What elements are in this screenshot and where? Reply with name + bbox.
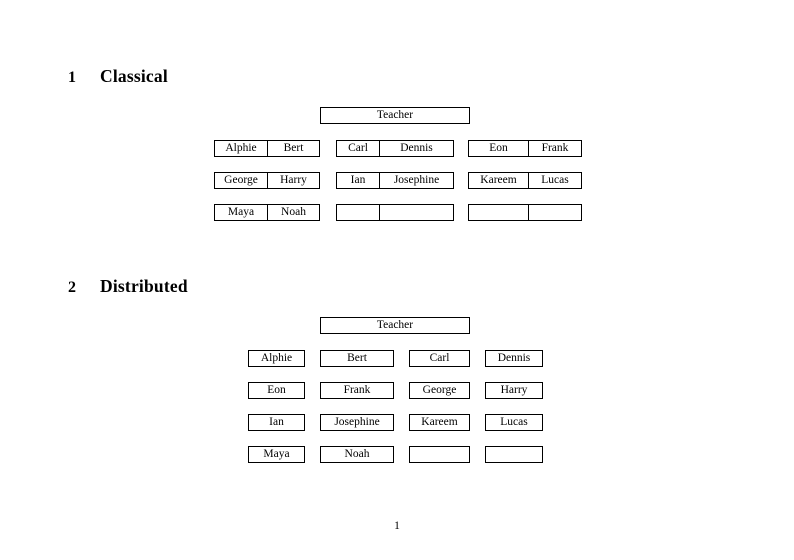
classical-group-1: Alphie Bert George Harry Maya Noah bbox=[214, 140, 320, 221]
student-cell-empty bbox=[468, 204, 529, 221]
student-cell: Harry bbox=[267, 172, 320, 189]
teacher-box-classical: Teacher bbox=[320, 107, 470, 124]
student-cell: Alphie bbox=[214, 140, 268, 157]
student-cell-empty bbox=[528, 204, 582, 221]
table-row bbox=[468, 204, 582, 221]
table-row: Eon Frank George Harry bbox=[248, 382, 543, 399]
student-cell: Ian bbox=[336, 172, 380, 189]
student-cell: Alphie bbox=[248, 350, 305, 367]
student-cell: Noah bbox=[267, 204, 320, 221]
table-row: Ian Josephine bbox=[336, 172, 454, 189]
section-number: 2 bbox=[68, 279, 77, 296]
table-row bbox=[336, 204, 454, 221]
student-cell: Maya bbox=[214, 204, 268, 221]
student-cell: George bbox=[214, 172, 268, 189]
student-cell-empty bbox=[485, 446, 543, 463]
table-row: Eon Frank bbox=[468, 140, 582, 157]
student-cell-empty bbox=[409, 446, 470, 463]
student-cell: Josephine bbox=[320, 414, 394, 431]
student-cell-empty bbox=[379, 204, 454, 221]
student-cell: Josephine bbox=[379, 172, 454, 189]
table-row: Alphie Bert bbox=[214, 140, 320, 157]
classical-group-2: Carl Dennis Ian Josephine bbox=[336, 140, 454, 221]
table-row: George Harry bbox=[214, 172, 320, 189]
student-cell: Eon bbox=[248, 382, 305, 399]
student-cell: Lucas bbox=[485, 414, 543, 431]
section-title: Distributed bbox=[100, 276, 188, 296]
section-heading-distributed: 2 Distributed bbox=[68, 276, 188, 297]
teacher-box-distributed: Teacher bbox=[320, 317, 470, 334]
section-title: Classical bbox=[100, 66, 168, 86]
table-row: Alphie Bert Carl Dennis bbox=[248, 350, 543, 367]
student-cell: Dennis bbox=[379, 140, 454, 157]
student-cell: Bert bbox=[267, 140, 320, 157]
student-cell: Bert bbox=[320, 350, 394, 367]
student-cell: Eon bbox=[468, 140, 529, 157]
section-number: 1 bbox=[68, 69, 77, 86]
student-cell-empty bbox=[336, 204, 380, 221]
student-cell: George bbox=[409, 382, 470, 399]
student-cell: Lucas bbox=[528, 172, 582, 189]
section-heading-classical: 1 Classical bbox=[68, 66, 168, 87]
table-row: Maya Noah bbox=[214, 204, 320, 221]
student-cell: Maya bbox=[248, 446, 305, 463]
classical-group-3: Eon Frank Kareem Lucas bbox=[468, 140, 582, 221]
student-cell: Frank bbox=[528, 140, 582, 157]
student-cell: Kareem bbox=[468, 172, 529, 189]
student-cell: Frank bbox=[320, 382, 394, 399]
student-cell: Carl bbox=[336, 140, 380, 157]
student-cell: Kareem bbox=[409, 414, 470, 431]
distributed-grid: Alphie Bert Carl Dennis Eon Frank George… bbox=[248, 350, 543, 463]
student-cell: Dennis bbox=[485, 350, 543, 367]
student-cell: Carl bbox=[409, 350, 470, 367]
table-row: Kareem Lucas bbox=[468, 172, 582, 189]
table-row: Carl Dennis bbox=[336, 140, 454, 157]
student-cell: Harry bbox=[485, 382, 543, 399]
student-cell: Ian bbox=[248, 414, 305, 431]
page-number: 1 bbox=[394, 520, 400, 532]
table-row: Maya Noah bbox=[248, 446, 543, 463]
table-row: Ian Josephine Kareem Lucas bbox=[248, 414, 543, 431]
student-cell: Noah bbox=[320, 446, 394, 463]
